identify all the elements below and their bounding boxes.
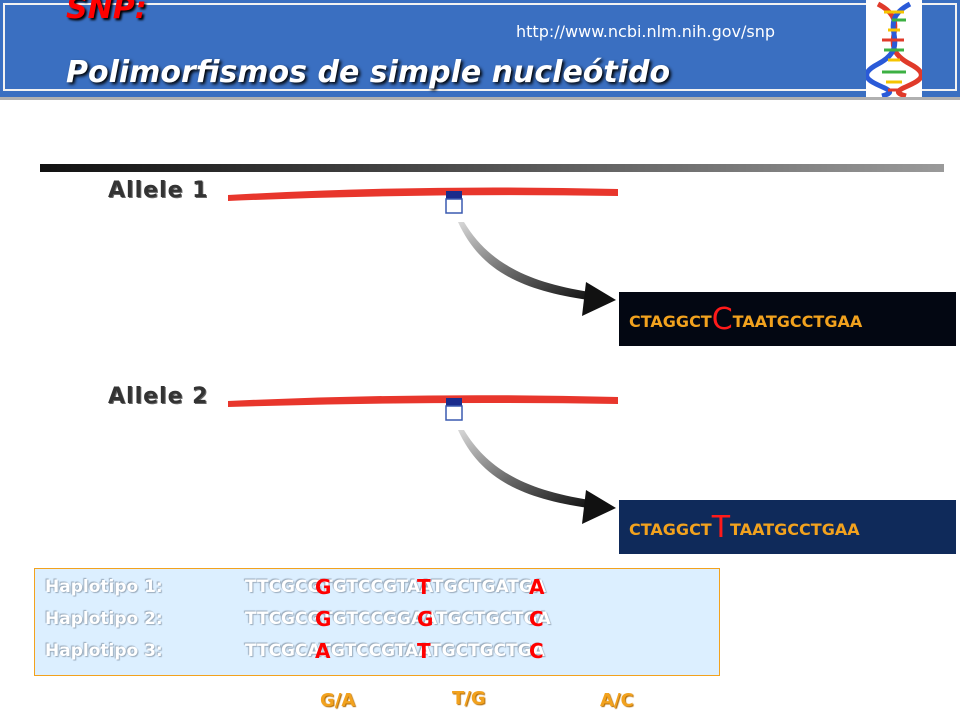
header-banner: SNP: Polimorfismos de simple nucleótido … [0, 0, 960, 100]
allele-2-seq-prefix: CTAGGCT [629, 519, 712, 539]
allele-2-seq-suffix: TAATGCCTGAA [730, 519, 860, 539]
title-snp: SNP: [66, 0, 147, 26]
title-subtitle: Polimorfismos de simple nucleótido [66, 55, 671, 90]
allele-1-arrow [458, 222, 616, 316]
haplotype-1-sequence: TTCGCGTGTCCGTAATGCTGATGA [245, 577, 546, 597]
allele-1-sequence: CTAGGCTCTAATGCCTGAA [629, 302, 862, 337]
haplotype-2-snp-1: G [315, 607, 332, 631]
haplotype-3-snp-1: A [315, 639, 331, 663]
allele-1-label: Allele 1 [108, 178, 209, 203]
allele-1-sequence-box: CTAGGCTCTAATGCCTGAA [619, 292, 956, 346]
haplotype-1-snp-2: T [417, 575, 431, 599]
variant-label-3: A/C [600, 690, 634, 711]
dna-helix-graphic [864, 1, 924, 99]
allele-1-chromosome [228, 187, 618, 214]
section-divider [40, 164, 944, 172]
allele-2-label: Allele 2 [108, 384, 209, 409]
header-frame [3, 3, 957, 91]
allele-2-sequence: CTAGGCTTTAATGCCTGAA [629, 510, 860, 545]
allele-2-sequence-box: CTAGGCTTTAATGCCTGAA [619, 500, 956, 554]
haplotype-3-snp-3: C [529, 639, 544, 663]
allele-2-arrow [458, 430, 616, 524]
variant-label-1: G/A [320, 690, 356, 711]
ncbi-url-link[interactable]: http://www.ncbi.nlm.nih.gov/snp [516, 22, 776, 41]
haplotype-1-label: Haplotipo 1: [45, 577, 163, 597]
allele-2-snp-base: T [711, 509, 731, 545]
dna-helix-icon [864, 0, 924, 99]
haplotype-3-label: Haplotipo 3: [45, 641, 163, 661]
haplotype-3-snp-2: T [417, 639, 431, 663]
haplotype-2-snp-3: C [529, 607, 544, 631]
haplotype-2-label: Haplotipo 2: [45, 609, 163, 629]
allele-2-snp-marker [446, 398, 462, 406]
haplotype-3-sequence: TTCGCATGTCCGTAATGCTGCTGA [245, 641, 545, 661]
variant-label-2: T/G [452, 688, 486, 709]
haplotype-2-snp-2: G [417, 607, 434, 631]
allele-1-snp-marker [446, 191, 462, 199]
haplotype-box: Haplotipo 1: TTCGCGTGTCCGTAATGCTGATGA G … [34, 568, 720, 676]
allele-1-seq-suffix: TAATGCCTGAA [732, 311, 863, 331]
haplotype-2-sequence: TTCGCGTGTCCGGAATGCTGCTGA [245, 609, 551, 629]
haplotype-1-snp-3: A [529, 575, 545, 599]
allele-2-chromosome [228, 395, 618, 421]
haplotype-1-snp-1: G [315, 575, 332, 599]
allele-1-snp-base: C [711, 301, 733, 337]
allele-1-seq-prefix: CTAGGCT [629, 311, 712, 331]
